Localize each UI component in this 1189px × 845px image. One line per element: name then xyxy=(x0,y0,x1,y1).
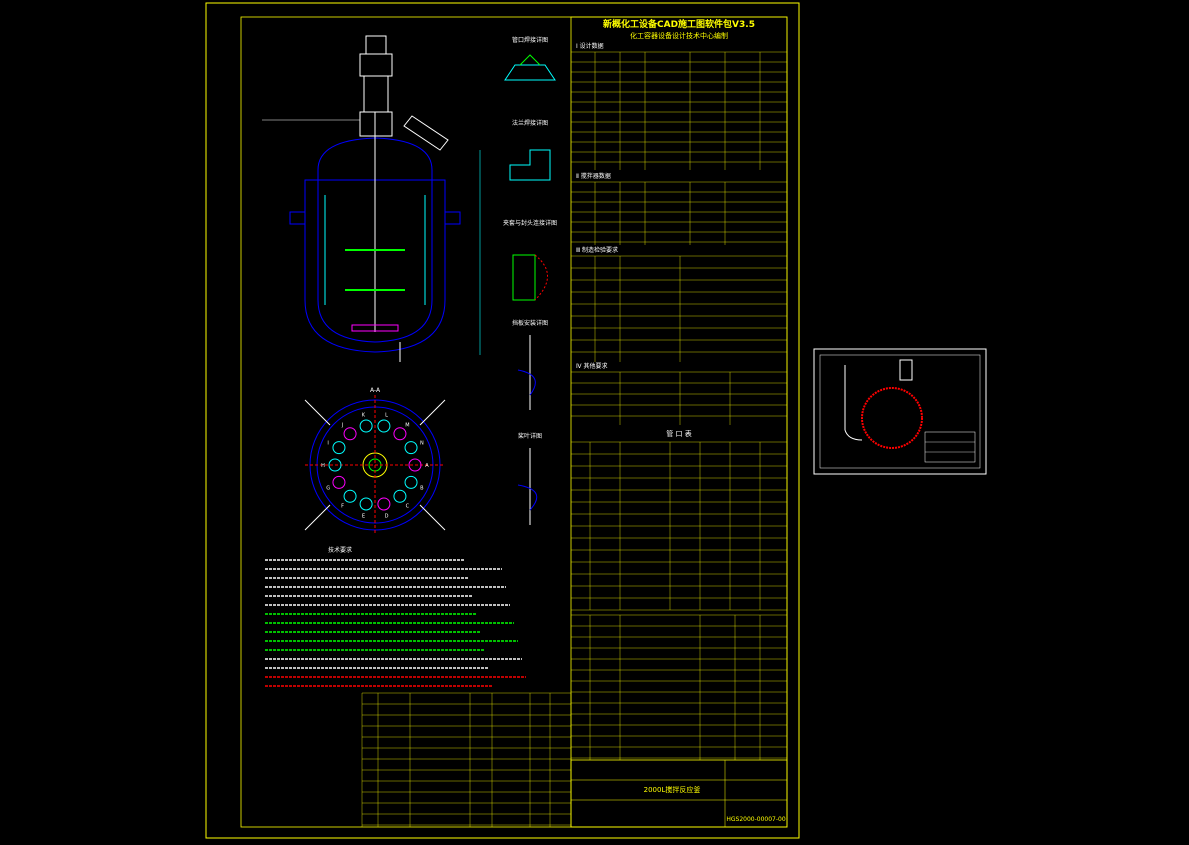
software-subtitle: 化工容器设备设计技术中心编制 xyxy=(630,31,728,40)
nozzle-label: K xyxy=(362,412,366,418)
vessel-plan-view: A B C D E F G H I J K L M N xyxy=(304,395,446,535)
section-nozzle-table: 管 口 表 xyxy=(666,429,691,438)
nozzle-label: L xyxy=(385,412,388,418)
nozzle-label: E xyxy=(362,514,365,520)
detail-3-title: 夹套与封头连接详图 xyxy=(503,219,557,227)
nozzle-label: J xyxy=(341,422,343,428)
drawing-number: HGS2000-00007-00 xyxy=(726,816,785,823)
section-agitator-data: Ⅱ 搅拌器数据 xyxy=(576,172,611,180)
nozzle-circle xyxy=(343,489,357,503)
detail-views: 管口焊接详图 法兰焊接详图 夹套与封头连接详图 挡板安装详图 桨叶详图 xyxy=(503,36,557,525)
nozzle-circle xyxy=(404,475,418,489)
title-block xyxy=(570,759,788,828)
nozzle-circle xyxy=(377,497,391,511)
nozzle-label: A xyxy=(425,463,429,469)
nozzle-label: H xyxy=(321,463,325,469)
nozzle-label: M xyxy=(405,422,409,428)
nozzle-circle xyxy=(408,458,422,472)
thumbnail-preview[interactable] xyxy=(813,348,987,475)
nozzle-circle xyxy=(343,427,357,441)
detail-4-title: 挡板安装详图 xyxy=(512,319,548,327)
parts-list-table xyxy=(361,692,572,827)
nozzle-label: D xyxy=(385,514,389,520)
sheet-frame xyxy=(205,2,800,839)
section-design-data: Ⅰ 设计数据 xyxy=(576,42,604,50)
software-title: 新概化工设备CAD施工图软件包V3.5 xyxy=(603,18,755,30)
detail-1-title: 管口焊接详图 xyxy=(512,36,548,44)
data-tables xyxy=(571,51,787,760)
drawing-name: 2000L搅拌反应釜 xyxy=(644,785,701,794)
nozzle-circle xyxy=(404,441,418,455)
nozzle-circle xyxy=(328,458,342,472)
nozzle-label: G xyxy=(326,486,330,492)
nozzle-circle xyxy=(359,419,373,433)
plan-nozzle-circles: A B C D E F G H I J K L M N xyxy=(321,412,429,519)
nozzle-label: N xyxy=(420,440,424,446)
nozzle-circle xyxy=(332,475,346,489)
inner-frame xyxy=(240,16,788,828)
section-other: Ⅳ 其他要求 xyxy=(576,362,607,370)
nozzle-circle xyxy=(393,489,407,503)
detail-2-title: 法兰焊接详图 xyxy=(512,119,548,127)
tech-requirements-lines xyxy=(265,559,526,687)
nozzle-circle xyxy=(393,427,407,441)
nozzle-circle xyxy=(377,419,391,433)
nozzle-label: C xyxy=(406,504,410,510)
section-manufacture: Ⅲ 制造检验要求 xyxy=(576,246,618,254)
nozzle-label: B xyxy=(420,486,424,492)
nozzle-circle xyxy=(332,441,346,455)
nozzle-circle xyxy=(359,497,373,511)
view-label-aa: A-A xyxy=(370,387,381,394)
tech-req-title: 技术要求 xyxy=(328,546,352,554)
nozzle-label: I xyxy=(327,440,328,446)
nozzle-label: F xyxy=(341,504,344,510)
detail-5-title: 桨叶详图 xyxy=(518,432,542,440)
info-column xyxy=(570,16,788,828)
vessel-elevation-view xyxy=(262,35,481,362)
